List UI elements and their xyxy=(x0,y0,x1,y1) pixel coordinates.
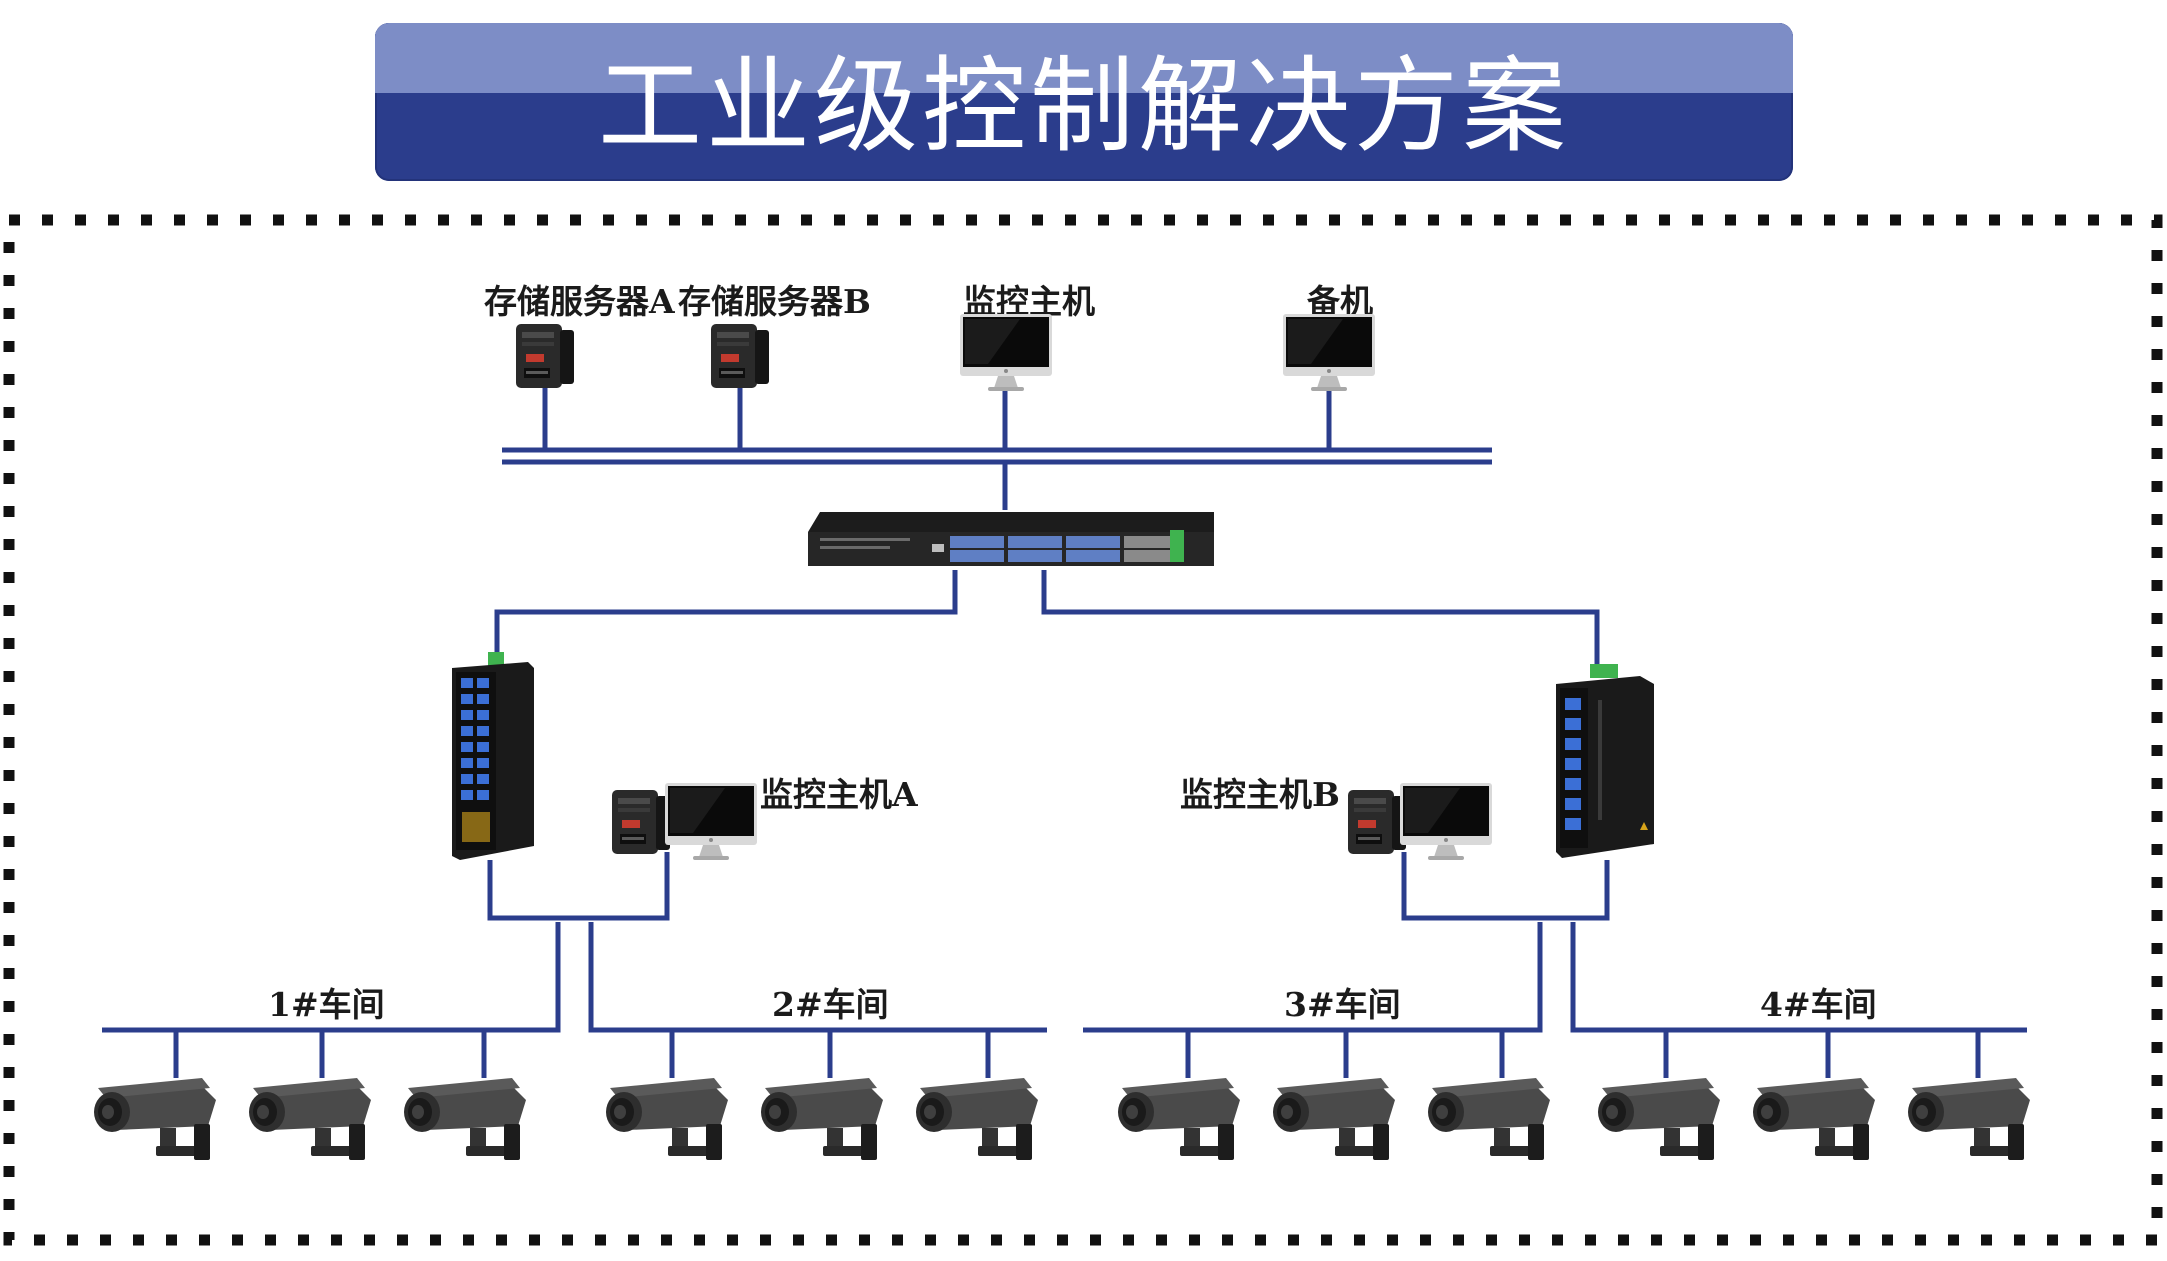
camera-icon xyxy=(1273,1078,1395,1160)
title-banner: 工业级控制解决方案 xyxy=(375,23,1793,181)
camera-icon xyxy=(1598,1078,1720,1160)
camera-icon xyxy=(1908,1078,2030,1160)
core-switch-icon xyxy=(808,512,1214,566)
camera-icon xyxy=(249,1078,371,1160)
industrial-switch-icon xyxy=(1556,664,1654,858)
label-monitor-host-a: 监控主机A xyxy=(760,775,918,814)
connection-lines xyxy=(102,388,2027,1078)
camera-icon xyxy=(404,1078,526,1160)
camera-icon xyxy=(1753,1078,1875,1160)
label-monitor-host-b: 监控主机B xyxy=(1180,775,1340,814)
banner-highlight xyxy=(375,23,1793,93)
monitor-icon xyxy=(960,314,1052,391)
server-icon xyxy=(516,324,574,388)
server-icon xyxy=(1348,790,1406,854)
label-storage-a: 存储服务器A xyxy=(484,282,675,321)
monitor-icon xyxy=(665,783,757,860)
monitor-icon xyxy=(1283,314,1375,391)
monitor-icon xyxy=(1400,783,1492,860)
page-title: 工业级控制解决方案 xyxy=(597,45,1570,167)
camera-icon xyxy=(94,1078,216,1160)
label-storage-b: 存储服务器B xyxy=(678,282,871,321)
industrial-switch-icon xyxy=(452,652,534,860)
camera-icon xyxy=(916,1078,1038,1160)
label-workshop-2: 2#车间 xyxy=(772,985,889,1024)
camera-icon xyxy=(606,1078,728,1160)
label-workshop-1: 1#车间 xyxy=(268,985,385,1024)
camera-icon xyxy=(1118,1078,1240,1160)
label-workshop-3: 3#车间 xyxy=(1284,985,1401,1024)
server-icon xyxy=(612,790,670,854)
camera-icon xyxy=(761,1078,883,1160)
camera-icon xyxy=(1428,1078,1550,1160)
label-workshop-4: 4#车间 xyxy=(1760,985,1877,1024)
server-icon xyxy=(711,324,769,388)
